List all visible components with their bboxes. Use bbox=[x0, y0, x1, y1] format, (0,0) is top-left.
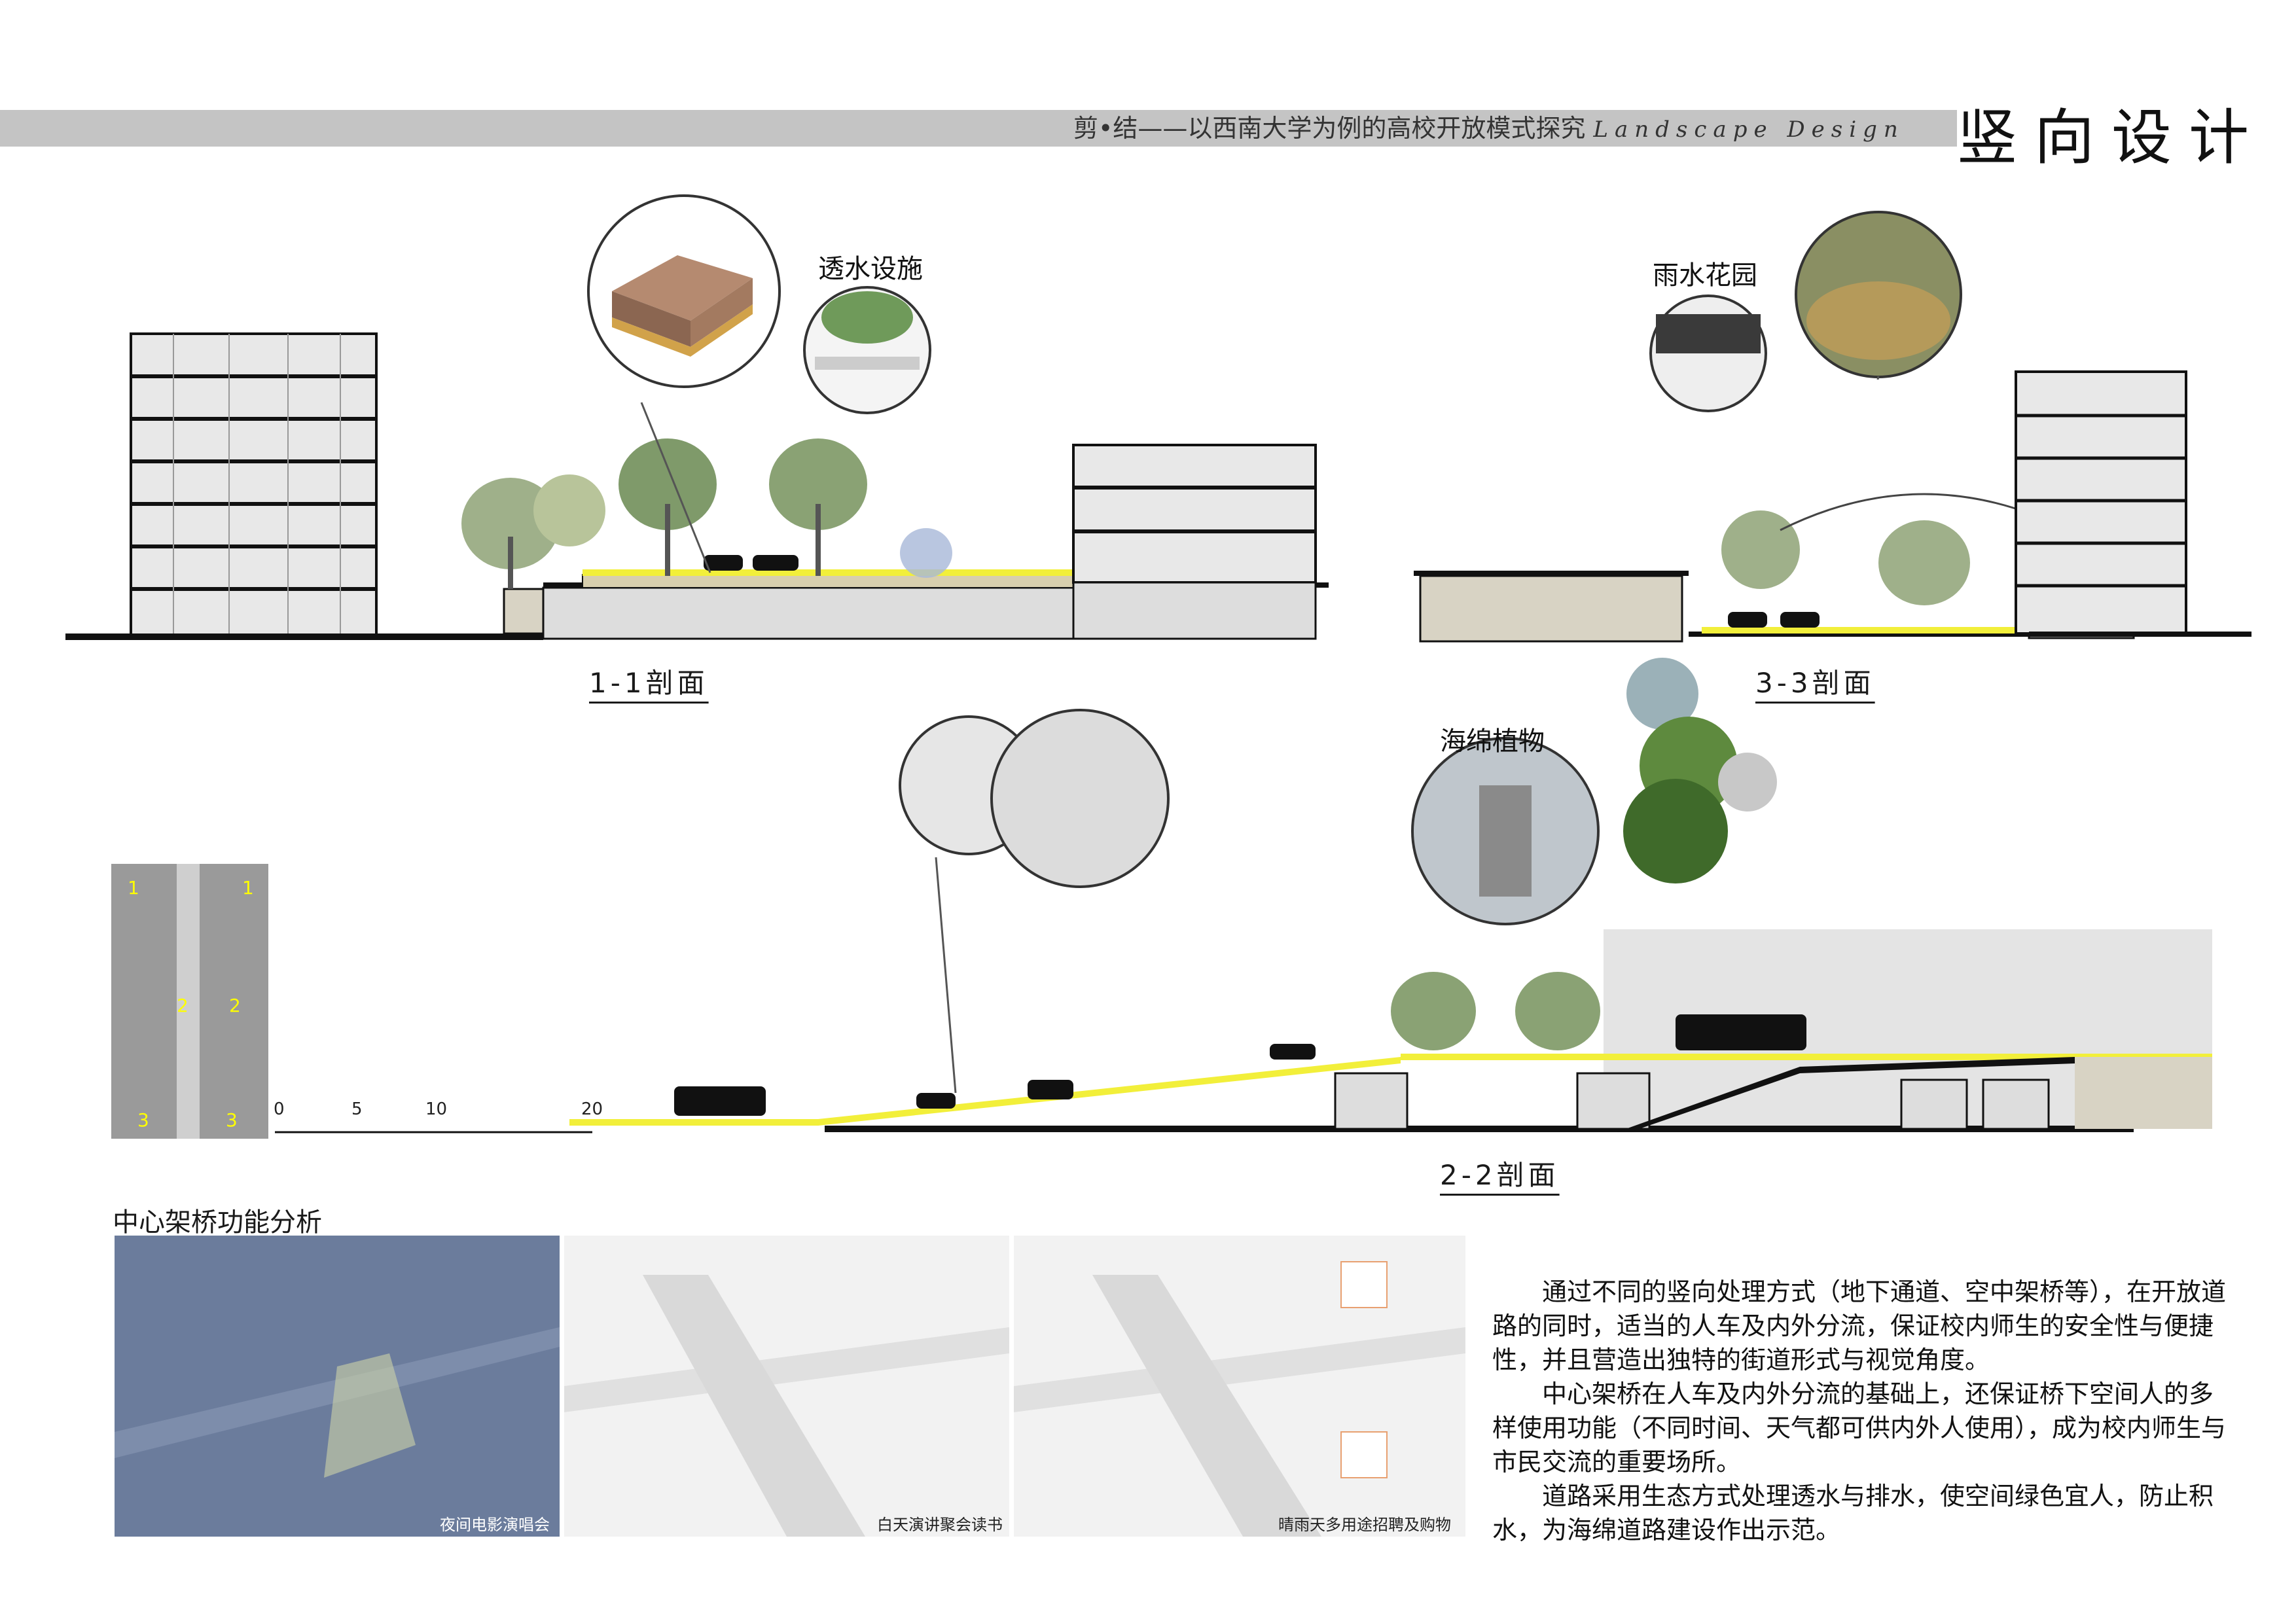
section-label-2-2: 2-2剖面 bbox=[1440, 1159, 1560, 1191]
key-mark-3b: 3 bbox=[226, 1109, 238, 1131]
right-tower-3-3 bbox=[2015, 370, 2187, 635]
scale-10: 10 bbox=[425, 1099, 448, 1119]
callout-permeable: 透水设施 bbox=[818, 254, 923, 284]
key-mark-3a: 3 bbox=[137, 1109, 149, 1131]
ground-line-left bbox=[65, 633, 543, 640]
sponge-plant-section-detail bbox=[1411, 737, 1600, 925]
section-label-3-3: 3-3剖面 bbox=[1755, 667, 1875, 699]
section-2-2-drawing bbox=[569, 929, 2212, 1132]
description-paragraph: 中心架桥在人车及内外分流的基础上，还保证桥下空间人的多样使用功能（不同时间、天气… bbox=[1492, 1380, 2227, 1476]
callout-sponge-plants: 海绵植物 bbox=[1440, 726, 1545, 757]
scale-0: 0 bbox=[274, 1099, 285, 1119]
scale-bar bbox=[275, 1131, 592, 1133]
bridge-kiosks bbox=[1334, 1072, 2050, 1130]
scale-20: 20 bbox=[581, 1099, 603, 1119]
right-building bbox=[1072, 444, 1317, 640]
sponge-plant-photos bbox=[1623, 658, 1777, 883]
description-paragraph: 道路采用生态方式处理透水与排水，使空间绿色宜人，防止积水，为海绵道路建设作出示范… bbox=[1492, 1482, 2214, 1544]
callout-rain-garden: 雨水花园 bbox=[1653, 260, 1757, 291]
description-text: 通过不同的竖向处理方式（地下通道、空中架桥等），在开放道路的同时，适当的人车及内… bbox=[1492, 1275, 2232, 1547]
scale-5: 5 bbox=[351, 1099, 363, 1119]
trees bbox=[461, 438, 867, 589]
key-mark-2b: 2 bbox=[229, 995, 241, 1016]
page-title: 竖向设计 bbox=[1957, 103, 2267, 173]
key-mark-1a: 1 bbox=[128, 877, 139, 899]
rain-garden-detail-small bbox=[1649, 294, 1767, 412]
section-label-1-1: 1-1剖面 bbox=[589, 667, 709, 699]
key-plan-map bbox=[111, 864, 268, 1139]
key-mark-2a: 2 bbox=[177, 995, 188, 1016]
curb-detail-callout bbox=[899, 709, 1170, 1094]
panel-night bbox=[115, 1236, 560, 1537]
header-bar bbox=[0, 110, 1957, 147]
subtitle-cn: 剪•结——以西南大学为例的高校开放模式探究 bbox=[1073, 114, 1586, 143]
underground-level bbox=[542, 586, 1147, 640]
bus-right bbox=[1676, 1014, 1806, 1050]
panel-day-caption: 白天演讲聚会读书 bbox=[877, 1516, 1003, 1534]
panel-day bbox=[564, 1236, 1009, 1537]
left-building bbox=[130, 332, 378, 636]
panel-night-caption: 夜间电影演唱会 bbox=[440, 1516, 550, 1534]
permeable-paving-detail bbox=[587, 194, 781, 388]
subtitle-en: Landscape Design bbox=[1593, 116, 1905, 143]
description-paragraph: 通过不同的竖向处理方式（地下通道、空中架桥等），在开放道路的同时，适当的人车及内… bbox=[1492, 1277, 2227, 1374]
section-3-3-drawing bbox=[1414, 370, 2251, 643]
section-1-1-drawing bbox=[65, 332, 1329, 640]
rain-garden-photo bbox=[1795, 211, 1962, 380]
bridge-analysis-title: 中心架桥功能分析 bbox=[113, 1207, 322, 1238]
panel-weather bbox=[1014, 1236, 1465, 1537]
header-subtitle: 剪•结——以西南大学为例的高校开放模式探究 Landscape Design bbox=[1073, 110, 1905, 147]
panel-weather-caption: 晴雨天多用途招聘及购物 bbox=[1278, 1516, 1451, 1534]
key-mark-1b: 1 bbox=[242, 877, 254, 899]
highlight-path bbox=[583, 569, 1073, 576]
bus-left bbox=[674, 1086, 766, 1116]
permeable-section-detail bbox=[803, 286, 931, 414]
